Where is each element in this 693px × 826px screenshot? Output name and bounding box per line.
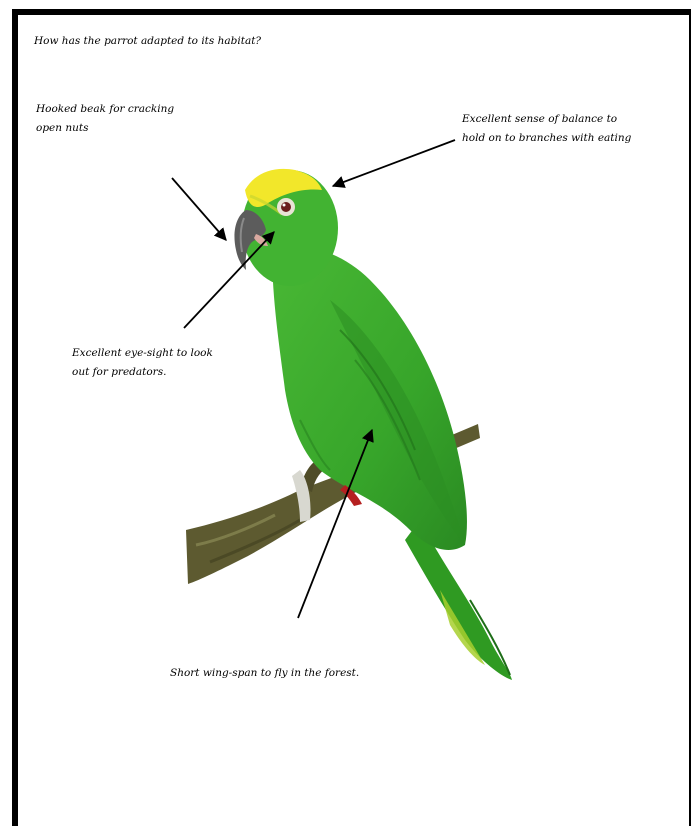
arrow-beak [172, 178, 226, 240]
parrot-body [272, 246, 467, 550]
arrow-balance [333, 140, 455, 186]
parrot-head [234, 169, 338, 286]
arrow-eyesight [184, 232, 274, 328]
